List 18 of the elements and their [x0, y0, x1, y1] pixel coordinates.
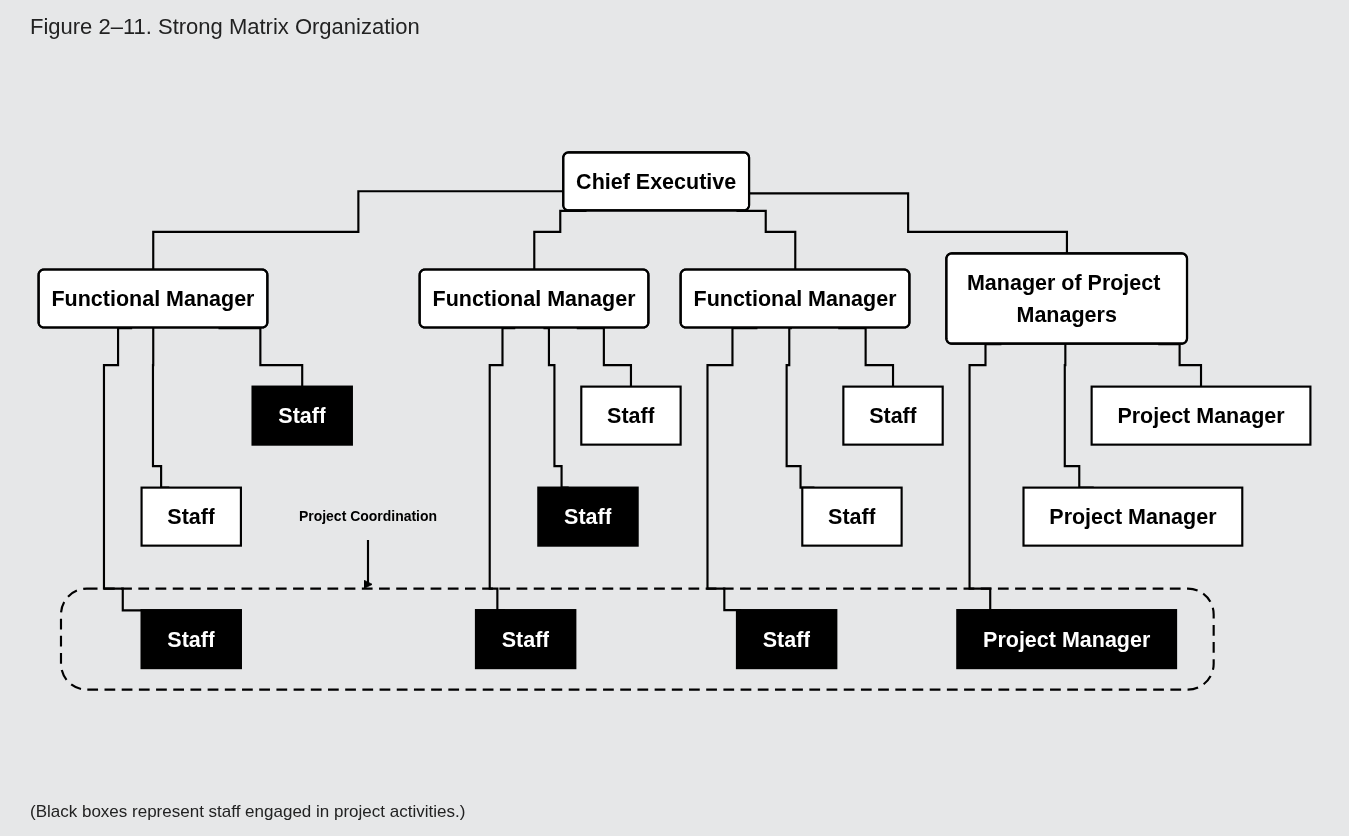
node-box: Staff: [842, 385, 944, 446]
node-box: Staff: [251, 385, 353, 446]
figure-title: Figure 2–11. Strong Matrix Organization: [30, 14, 421, 40]
cluster: [59, 587, 1215, 691]
node-box: Staff: [801, 486, 903, 547]
node-box: Project Manager: [956, 609, 1178, 670]
node-box: Staff: [580, 385, 682, 446]
node-box: Staff: [140, 486, 242, 547]
connector: [102, 327, 142, 612]
node-box: Staff: [474, 609, 577, 670]
arrow: [363, 538, 373, 590]
note-text: (Black boxes represent staff engaged in project activities.): [30, 802, 467, 822]
node-box: Staff: [537, 486, 639, 547]
node-box: Project Manager: [1022, 486, 1244, 547]
node-box: Project Manager: [1090, 385, 1312, 446]
node-box: Staff: [735, 609, 838, 670]
node-text: Project Coordination: [298, 508, 438, 525]
node-box: Staff: [140, 609, 242, 670]
